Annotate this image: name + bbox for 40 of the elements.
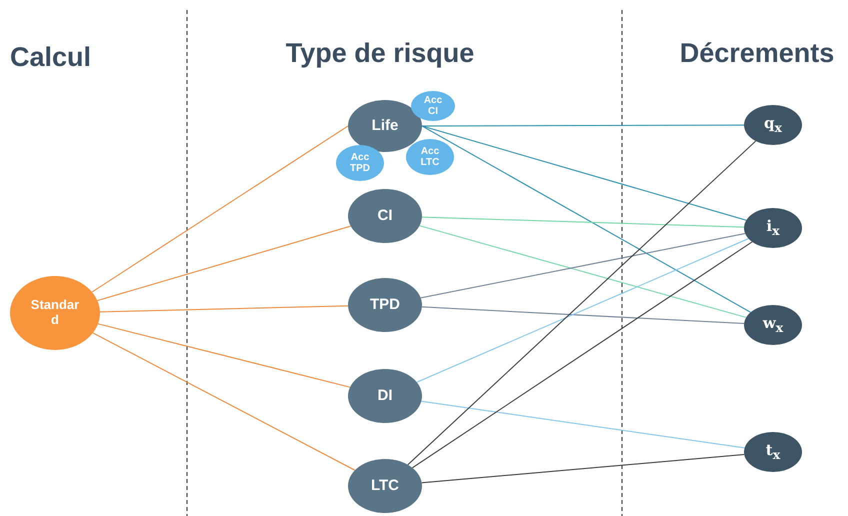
node-label: Acc TPD bbox=[349, 152, 371, 174]
node-label: CI bbox=[378, 207, 392, 225]
connector-line bbox=[421, 216, 745, 228]
node-label: Standard bbox=[30, 298, 80, 328]
column-heading: Décrements bbox=[680, 38, 834, 69]
risk-type-ellipse bbox=[348, 369, 422, 423]
node-label: TPD bbox=[370, 296, 400, 314]
node-label: i$_{x}$ bbox=[766, 218, 780, 238]
connector-line bbox=[420, 400, 746, 448]
rider-ellipse bbox=[406, 139, 454, 175]
connector-line bbox=[99, 305, 349, 312]
decrement-ellipse bbox=[744, 305, 802, 345]
column-heading: Type de risque bbox=[286, 38, 474, 69]
risk-type-ellipse bbox=[348, 459, 422, 513]
connector-line bbox=[416, 238, 749, 383]
node-label: Acc LTC bbox=[420, 146, 440, 168]
connector-line bbox=[422, 126, 752, 313]
node-label: w$_{x}$ bbox=[762, 314, 784, 336]
rider-ellipse bbox=[336, 145, 384, 181]
node-label: LTC bbox=[370, 477, 400, 495]
connector-line bbox=[422, 124, 744, 126]
connector-line bbox=[421, 306, 745, 324]
decrement-ellipse bbox=[744, 208, 802, 248]
node-label: t$_{x}$ bbox=[766, 442, 780, 462]
connector-line bbox=[412, 241, 753, 468]
connector-line bbox=[96, 226, 352, 302]
connector-line bbox=[420, 233, 746, 298]
connector-line bbox=[92, 126, 348, 292]
connector-line bbox=[98, 323, 351, 388]
node-label: q$_{x}$ bbox=[764, 114, 782, 136]
connector-line bbox=[92, 332, 356, 471]
node-label: Acc CI bbox=[422, 94, 444, 118]
node-label: DI bbox=[378, 387, 392, 405]
connector-line bbox=[422, 126, 747, 221]
connector-line bbox=[407, 140, 756, 466]
rider-ellipse bbox=[411, 91, 455, 121]
connector-line bbox=[419, 225, 747, 318]
node-label: Life bbox=[372, 117, 398, 135]
connector-line bbox=[421, 454, 745, 484]
column-heading: Calcul bbox=[10, 42, 92, 73]
